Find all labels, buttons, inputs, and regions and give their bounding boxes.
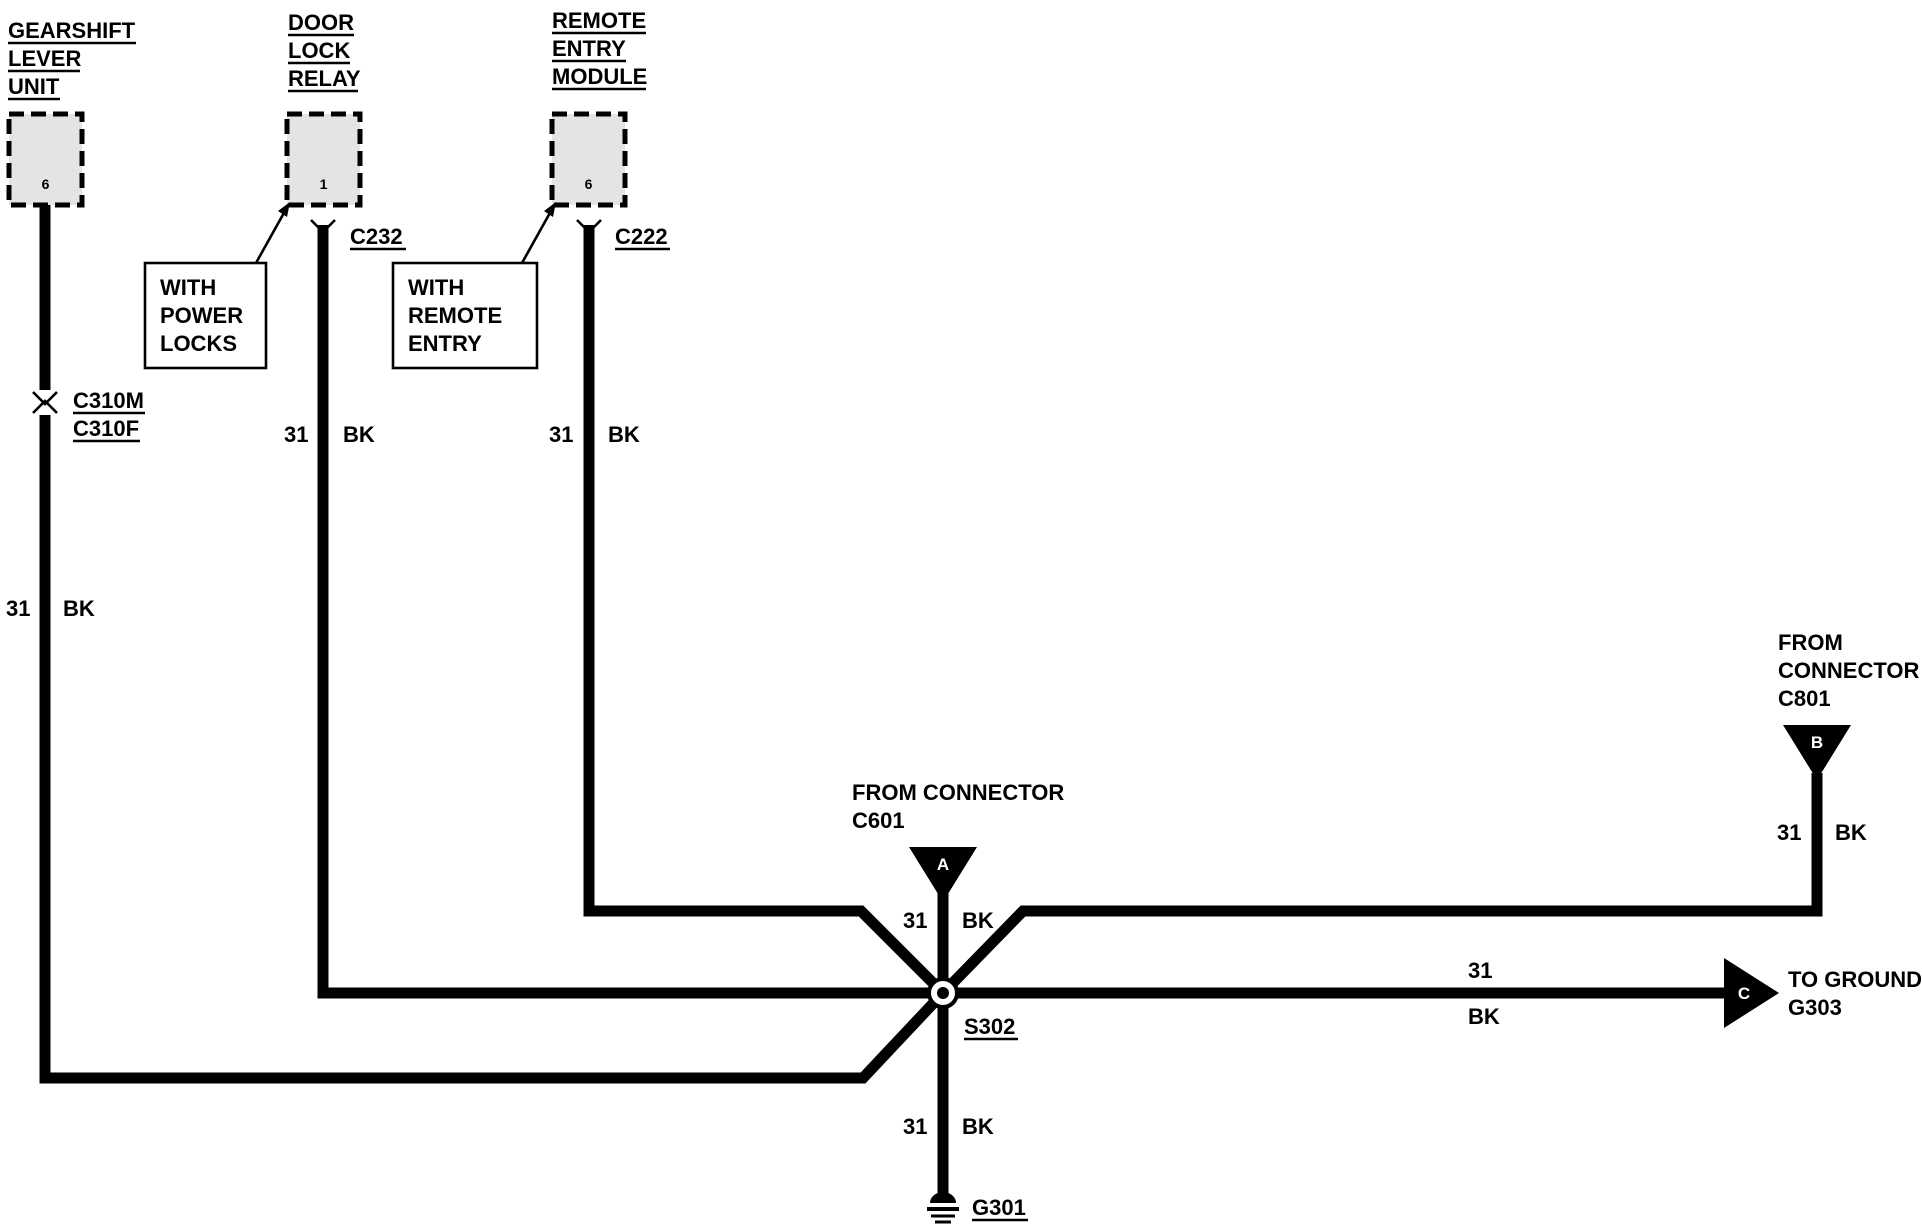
wire-label-c601: 31 BK bbox=[903, 908, 994, 933]
note-with-remote-entry: WITH REMOTE ENTRY bbox=[391, 202, 556, 370]
door-lock-label-line-3: RELAY bbox=[288, 66, 361, 91]
gearshift-lever-unit: 6 bbox=[6, 111, 85, 208]
gearshift-label-line-3: UNIT bbox=[8, 74, 60, 99]
connector-c801-reference: FROM CONNECTOR C801 B bbox=[1778, 630, 1919, 780]
c601-circuit-number: 31 bbox=[903, 908, 927, 933]
remote-entry-circuit-number: 31 bbox=[549, 422, 573, 447]
door-lock-wire-color: BK bbox=[343, 422, 375, 447]
c232-label: C232 bbox=[350, 224, 403, 249]
wire-label-c801: 31 BK bbox=[1777, 820, 1867, 845]
power-locks-leader-line bbox=[254, 210, 287, 264]
g301-wire-color: BK bbox=[962, 1114, 994, 1139]
splice-dot bbox=[937, 987, 949, 999]
wire-label-g301: 31 BK bbox=[903, 1114, 994, 1139]
gearshift-label-line-1: GEARSHIFT bbox=[8, 18, 136, 43]
power-locks-leader-arrowhead bbox=[278, 202, 290, 217]
gearshift-label-line-2: LEVER bbox=[8, 46, 81, 71]
c801-wire-color: BK bbox=[1835, 820, 1867, 845]
wire-gearshift-lower bbox=[39, 415, 948, 1084]
remote-entry-label-line-2: ENTRY bbox=[552, 36, 626, 61]
wire-door-lock bbox=[317, 225, 943, 999]
door-lock-relay: 1 bbox=[284, 111, 363, 208]
wire-label-gearshift: 31 BK bbox=[6, 596, 95, 621]
c310m-connector-symbol bbox=[32, 391, 58, 406]
c310f-label: C310F bbox=[73, 416, 139, 441]
remote-entry-leader-arrowhead bbox=[544, 202, 556, 217]
c801-connector-letter: B bbox=[1811, 733, 1823, 752]
power-locks-note-line-2: POWER bbox=[160, 303, 243, 328]
door-lock-relay-box bbox=[284, 111, 363, 208]
c801-connector-triangle bbox=[1783, 725, 1851, 780]
remote-entry-module: 6 bbox=[549, 111, 628, 208]
note-with-power-locks: WITH POWER LOCKS bbox=[143, 202, 290, 370]
inline-connector-c310: C310M C310F bbox=[32, 388, 145, 443]
ground-g301: G301 bbox=[927, 1192, 1028, 1224]
c601-text-line-1: FROM CONNECTOR bbox=[852, 780, 1064, 805]
door-lock-relay-label: DOOR LOCK RELAY bbox=[288, 10, 361, 93]
gearshift-wire-color: BK bbox=[63, 596, 95, 621]
wire-remote-entry bbox=[583, 225, 947, 997]
c601-text-line-2: C601 bbox=[852, 808, 905, 833]
door-lock-label-line-2: LOCK bbox=[288, 38, 350, 63]
c310f-connector-symbol bbox=[32, 399, 58, 414]
remote-entry-wire-color: BK bbox=[608, 422, 640, 447]
door-lock-relay-pin-number: 1 bbox=[320, 176, 328, 192]
wire-c801 bbox=[939, 773, 1823, 997]
c801-circuit-number: 31 bbox=[1777, 820, 1801, 845]
remote-entry-module-label: REMOTE ENTRY MODULE bbox=[552, 8, 647, 91]
connector-g303-reference: C TO GROUND G303 bbox=[1724, 958, 1922, 1028]
remote-entry-leader-line bbox=[520, 210, 553, 264]
connector-c601-reference: FROM CONNECTOR C601 A bbox=[852, 780, 1064, 902]
remote-entry-label-line-3: MODULE bbox=[552, 64, 647, 89]
g303-connector-triangle bbox=[1724, 958, 1779, 1028]
remote-entry-note-box bbox=[391, 261, 539, 370]
splice-label: S302 bbox=[964, 1014, 1015, 1039]
ground-g301-label: G301 bbox=[972, 1195, 1026, 1220]
ground-symbol-dome bbox=[930, 1192, 956, 1203]
door-lock-circuit-number: 31 bbox=[284, 422, 308, 447]
g303-connector-letter: C bbox=[1738, 984, 1750, 1003]
door-lock-label-line-1: DOOR bbox=[288, 10, 354, 35]
power-locks-note-box bbox=[143, 261, 268, 370]
gearshift-lever-unit-label: GEARSHIFT LEVER UNIT bbox=[8, 18, 136, 101]
remote-entry-note-line-2: REMOTE bbox=[408, 303, 502, 328]
c601-connector-letter: A bbox=[937, 855, 949, 874]
c801-text-line-2: CONNECTOR bbox=[1778, 658, 1919, 683]
power-locks-note-line-1: WITH bbox=[160, 275, 216, 300]
remote-entry-module-box bbox=[549, 111, 628, 208]
remote-entry-label-line-1: REMOTE bbox=[552, 8, 646, 33]
to-ground-circuit-number: 31 bbox=[1468, 958, 1492, 983]
gearshift-circuit-number: 31 bbox=[6, 596, 30, 621]
remote-entry-note-line-1: WITH bbox=[408, 275, 464, 300]
g303-text-line-1: TO GROUND bbox=[1788, 967, 1922, 992]
c801-text-line-1: FROM bbox=[1778, 630, 1843, 655]
c601-wire-color: BK bbox=[962, 908, 994, 933]
wire-label-door-lock: 31 BK bbox=[284, 422, 375, 447]
c222-label: C222 bbox=[615, 224, 668, 249]
c310m-label: C310M bbox=[73, 388, 144, 413]
remote-entry-note-line-3: ENTRY bbox=[408, 331, 482, 356]
power-locks-note-line-3: LOCKS bbox=[160, 331, 237, 356]
g301-circuit-number: 31 bbox=[903, 1114, 927, 1139]
c801-text-line-3: C801 bbox=[1778, 686, 1831, 711]
g303-text-line-2: G303 bbox=[1788, 995, 1842, 1020]
wire-label-to-ground: 31 BK bbox=[1468, 958, 1500, 1029]
connector-c222: C222 bbox=[576, 219, 670, 251]
c601-connector-triangle bbox=[909, 847, 977, 902]
wire-label-remote-entry: 31 BK bbox=[549, 422, 640, 447]
gearshift-pin-number: 6 bbox=[42, 176, 50, 192]
remote-entry-pin-number: 6 bbox=[585, 176, 593, 192]
to-ground-wire-color: BK bbox=[1468, 1004, 1500, 1029]
splice-s302: S302 bbox=[927, 977, 1018, 1041]
